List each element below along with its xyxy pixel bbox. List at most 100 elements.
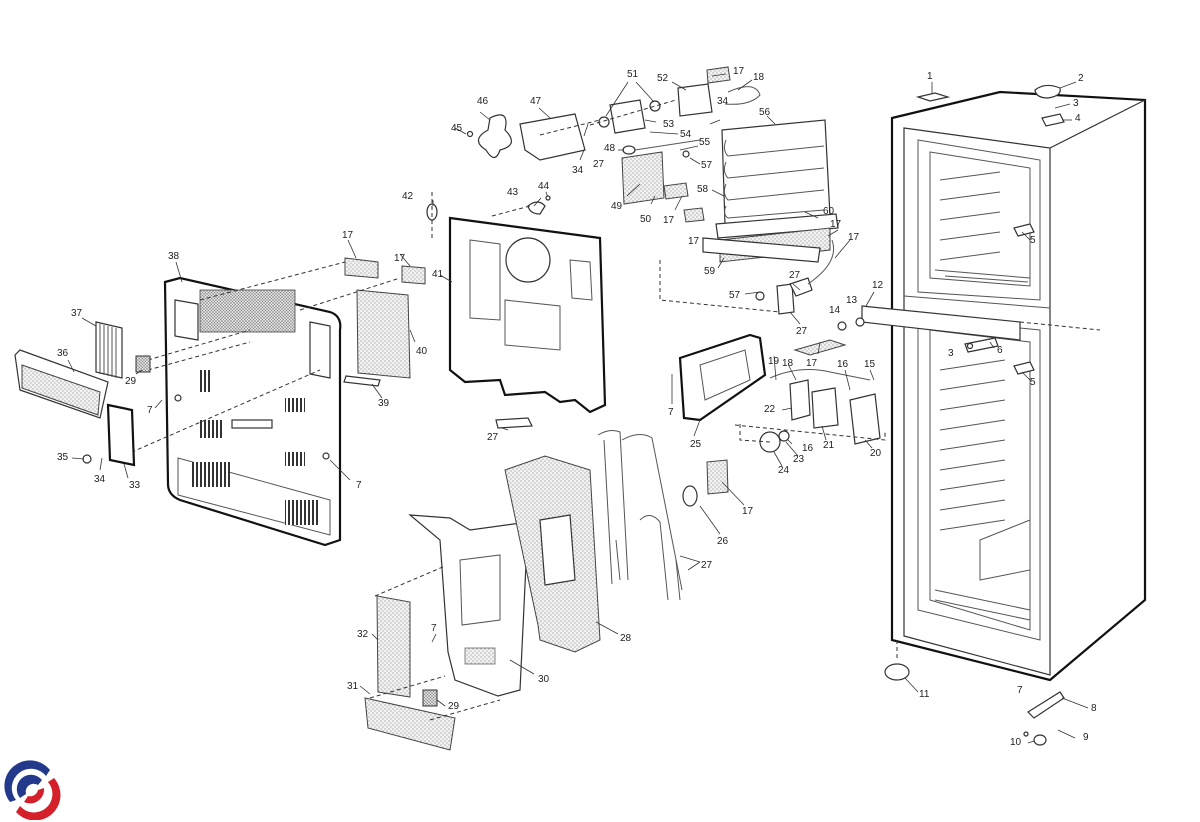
inner-back-panel (163, 276, 342, 547)
control-knob (759, 431, 781, 453)
insulation-pad-b (401, 265, 426, 285)
callout-56: 56 (759, 107, 771, 118)
lower-duct-assembly (364, 430, 729, 751)
defrost-heater-end (622, 145, 636, 155)
top-hinge (1041, 113, 1065, 127)
callout-14: 14 (829, 305, 841, 316)
callout-17: 17 (688, 236, 700, 247)
drain-hose-end (789, 277, 813, 297)
callout-3: 3 (1073, 98, 1079, 109)
cross-bar (861, 305, 1021, 341)
callout-34: 34 (94, 474, 106, 485)
callout-8: 8 (1091, 703, 1097, 714)
callout-42: 42 (402, 191, 414, 202)
hinge-pin-lower (1013, 361, 1035, 375)
callout-16: 16 (802, 443, 814, 454)
callout-44: 44 (538, 181, 550, 192)
callout-55: 55 (699, 137, 711, 148)
callout-17: 17 (848, 232, 860, 243)
filter-clip (343, 375, 381, 387)
insulation-pad-coil (683, 207, 705, 223)
fan-housing (677, 83, 713, 117)
fan-motor-bracket (519, 113, 586, 161)
top-hinge-cap (1034, 84, 1061, 99)
freezer-shelves (934, 171, 1031, 283)
hinge-pin-upper (1013, 223, 1035, 237)
bottom-hinge (1027, 691, 1065, 719)
insulation-pad-a (344, 257, 379, 279)
callout-49: 49 (611, 201, 623, 212)
callout-7: 7 (668, 407, 674, 418)
callout-17: 17 (806, 358, 818, 369)
callout-13: 13 (846, 295, 858, 306)
callout-27: 27 (701, 560, 713, 571)
drain-pan (702, 237, 821, 263)
callout-37: 37 (71, 308, 83, 319)
callout-33: 33 (129, 480, 141, 491)
callout-29: 29 (448, 701, 460, 712)
callout-34: 34 (572, 165, 584, 176)
hinge-bushing (1033, 734, 1047, 746)
middle-hinge (964, 337, 999, 353)
air-damper-knob (527, 201, 546, 215)
callout-9: 9 (1083, 732, 1089, 743)
callout-57: 57 (729, 290, 741, 301)
thermostat-bracket (789, 379, 811, 421)
air-duct-housing (426, 192, 607, 429)
callout-5: 5 (1030, 377, 1036, 388)
lamp-bulb-fridge (682, 485, 698, 507)
callout-47: 47 (530, 96, 542, 107)
small-vent (135, 355, 151, 373)
lamp-cover (106, 403, 136, 467)
callout-52: 52 (657, 73, 669, 84)
callout-7: 7 (1017, 685, 1023, 696)
callout-28: 28 (620, 633, 632, 644)
callout-25: 25 (690, 439, 702, 450)
callout-43: 43 (507, 187, 519, 198)
callout-58: 58 (697, 184, 709, 195)
hinge-cover-top (915, 92, 951, 102)
callout-2: 2 (1078, 73, 1084, 84)
left-trim-parts (14, 321, 151, 467)
callout-39: 39 (378, 398, 390, 409)
callout-6: 6 (997, 345, 1003, 356)
callout-50: 50 (640, 214, 652, 225)
callout-27: 27 (593, 159, 605, 170)
callout-20: 20 (870, 448, 882, 459)
callout-22: 22 (764, 404, 776, 415)
leveling-foot (884, 663, 910, 681)
drain-seal (776, 283, 795, 315)
callout-18: 18 (753, 72, 765, 83)
leader-lines (67, 73, 1089, 744)
insulation-strip (706, 459, 729, 495)
callout-3: 3 (948, 348, 954, 359)
evaporator-coil (702, 119, 839, 263)
callout-23: 23 (793, 454, 805, 465)
callout-17: 17 (394, 253, 406, 264)
insulation-pad-small (663, 182, 689, 200)
callout-17: 17 (342, 230, 354, 241)
callout-7: 7 (147, 405, 153, 416)
callout-53: 53 (663, 119, 675, 130)
callout-27: 27 (789, 270, 801, 281)
callout-36: 36 (57, 348, 69, 359)
callout-34: 34 (717, 96, 729, 107)
fasteners (174, 130, 1029, 737)
callout-40: 40 (416, 346, 428, 357)
control-housing (678, 333, 767, 422)
callout-54: 54 (680, 129, 692, 140)
callout-29: 29 (125, 376, 137, 387)
callout-24: 24 (778, 465, 790, 476)
callout-17: 17 (663, 215, 675, 226)
callout-18: 18 (782, 358, 794, 369)
grommet-2 (649, 100, 661, 112)
seal-ring (495, 417, 533, 429)
callout-35: 35 (57, 452, 69, 463)
evaporator-tray (715, 213, 839, 239)
callout-45: 45 (451, 123, 463, 134)
brand-swirl-logo (4, 760, 61, 820)
knob-ring (778, 430, 790, 442)
callout-46: 46 (477, 96, 489, 107)
control-cover (849, 393, 881, 445)
